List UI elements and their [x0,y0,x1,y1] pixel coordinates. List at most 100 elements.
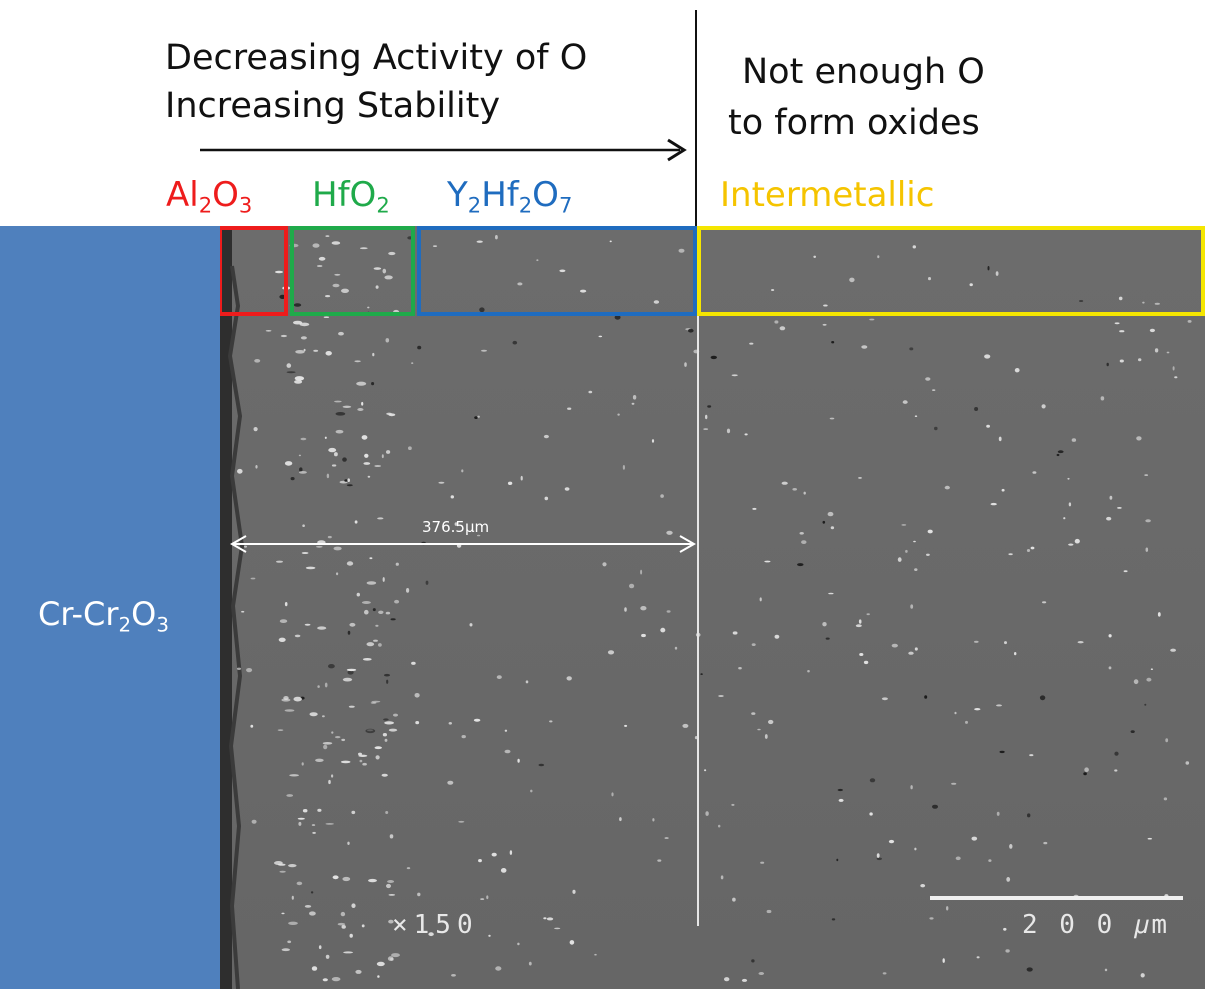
precipitate-speck [334,452,338,457]
precipitate-speck [293,303,302,307]
precipitate-speck [660,627,666,633]
precipitate-speck [1114,751,1119,756]
intermetallic-box [697,226,1205,316]
precipitate-speck [381,454,384,459]
precipitate-speck [984,354,991,359]
precipitate-speck [934,426,938,431]
precipitate-speck [279,870,286,873]
precipitate-speck [300,437,307,441]
precipitate-speck [666,530,673,535]
precipitate-speck [495,966,502,971]
header-graphics [200,10,697,226]
precipitate-speck [338,331,344,336]
precipitate-speck [302,524,305,527]
precipitate-speck [323,744,328,750]
precipitate-speck [1154,302,1160,305]
precipitate-speck [385,811,389,814]
intermetallic-label: Intermetallic [720,175,935,215]
precipitate-speck [294,634,301,638]
not-enough-o-label: Not enough O [742,52,985,92]
precipitate-speck [1157,612,1161,617]
precipitate-speck [486,895,489,900]
precipitate-speck [567,407,572,410]
precipitate-speck [641,633,646,638]
precipitate-speck [554,927,561,930]
precipitate-speck [1104,968,1108,972]
precipitate-speck [909,347,914,351]
precipitate-speck [1029,754,1034,757]
precipitate-speck [317,685,320,688]
precipitate-speck [425,580,429,585]
precipitate-speck [342,677,353,682]
precipitate-speck [1027,813,1031,818]
precipitate-speck [334,400,342,403]
precipitate-speck [517,282,523,286]
precipitate-speck [288,921,298,925]
precipitate-speck [384,673,390,677]
precipitate-speck [751,643,756,646]
precipitate-speck [995,271,999,276]
precipitate-speck [971,836,978,841]
precipitate-speck [331,774,334,778]
precipitate-speck [617,413,620,416]
precipitate-speck [1136,436,1142,441]
precipitate-speck [657,859,662,862]
precipitate-speck [517,942,520,946]
precipitate-speck [361,601,371,604]
precipitate-speck [774,320,779,324]
precipitate-speck [825,637,830,640]
precipitate-speck [373,267,382,270]
precipitate-speck [822,323,827,326]
scale-bar-label: 2 0 0 𝜇m [1022,910,1171,940]
micrograph-texture [218,226,1205,989]
activity-arrow-head [667,138,687,162]
precipitate-speck [897,557,902,562]
precipitate-speck [718,695,724,697]
y2hf2o7-box [417,226,697,316]
precipitate-speck [473,718,481,722]
precipitate-speck [294,380,303,384]
precipitate-speck [275,270,283,274]
precipitate-speck [246,668,253,673]
precipitate-speck [1068,502,1072,507]
precipitate-speck [317,808,322,812]
precipitate-speck [914,568,918,571]
precipitate-speck [1165,738,1169,743]
precipitate-speck [341,738,346,742]
precipitate-speck [999,750,1005,754]
precipitate-speck [1145,547,1149,552]
precipitate-speck [388,894,396,896]
precipitate-speck [517,758,520,763]
precipitate-speck [543,917,547,920]
measurement-arrow-left [229,535,247,553]
precipitate-speck [1074,538,1080,544]
precipitate-speck [315,758,324,762]
precipitate-speck [368,878,377,883]
precipitate-speck [322,715,325,718]
precipitate-speck [251,819,257,824]
precipitate-speck [837,788,843,792]
precipitate-speck [652,818,655,822]
precipitate-speck [265,330,272,332]
precipitate-speck [325,295,331,298]
precipitate-speck [386,450,391,454]
precipitate-speck [358,752,362,756]
precipitate-speck [732,897,736,902]
precipitate-speck [1077,641,1084,644]
precipitate-speck [797,563,804,567]
precipitate-speck [488,934,491,937]
precipitate-speck [495,235,498,240]
precipitate-speck [286,363,292,368]
precipitate-speck [236,667,242,670]
precipitate-speck [347,630,351,635]
precipitate-speck [367,475,371,478]
precipitate-speck [1041,404,1046,409]
precipitate-speck [1032,471,1037,474]
precipitate-speck [382,733,387,737]
precipitate-speck [609,240,612,243]
precipitate-speck [341,288,349,293]
precipitate-speck [1114,322,1120,325]
precipitate-speck [328,779,331,785]
precipitate-speck [771,289,775,291]
precipitate-speck [1014,368,1020,373]
